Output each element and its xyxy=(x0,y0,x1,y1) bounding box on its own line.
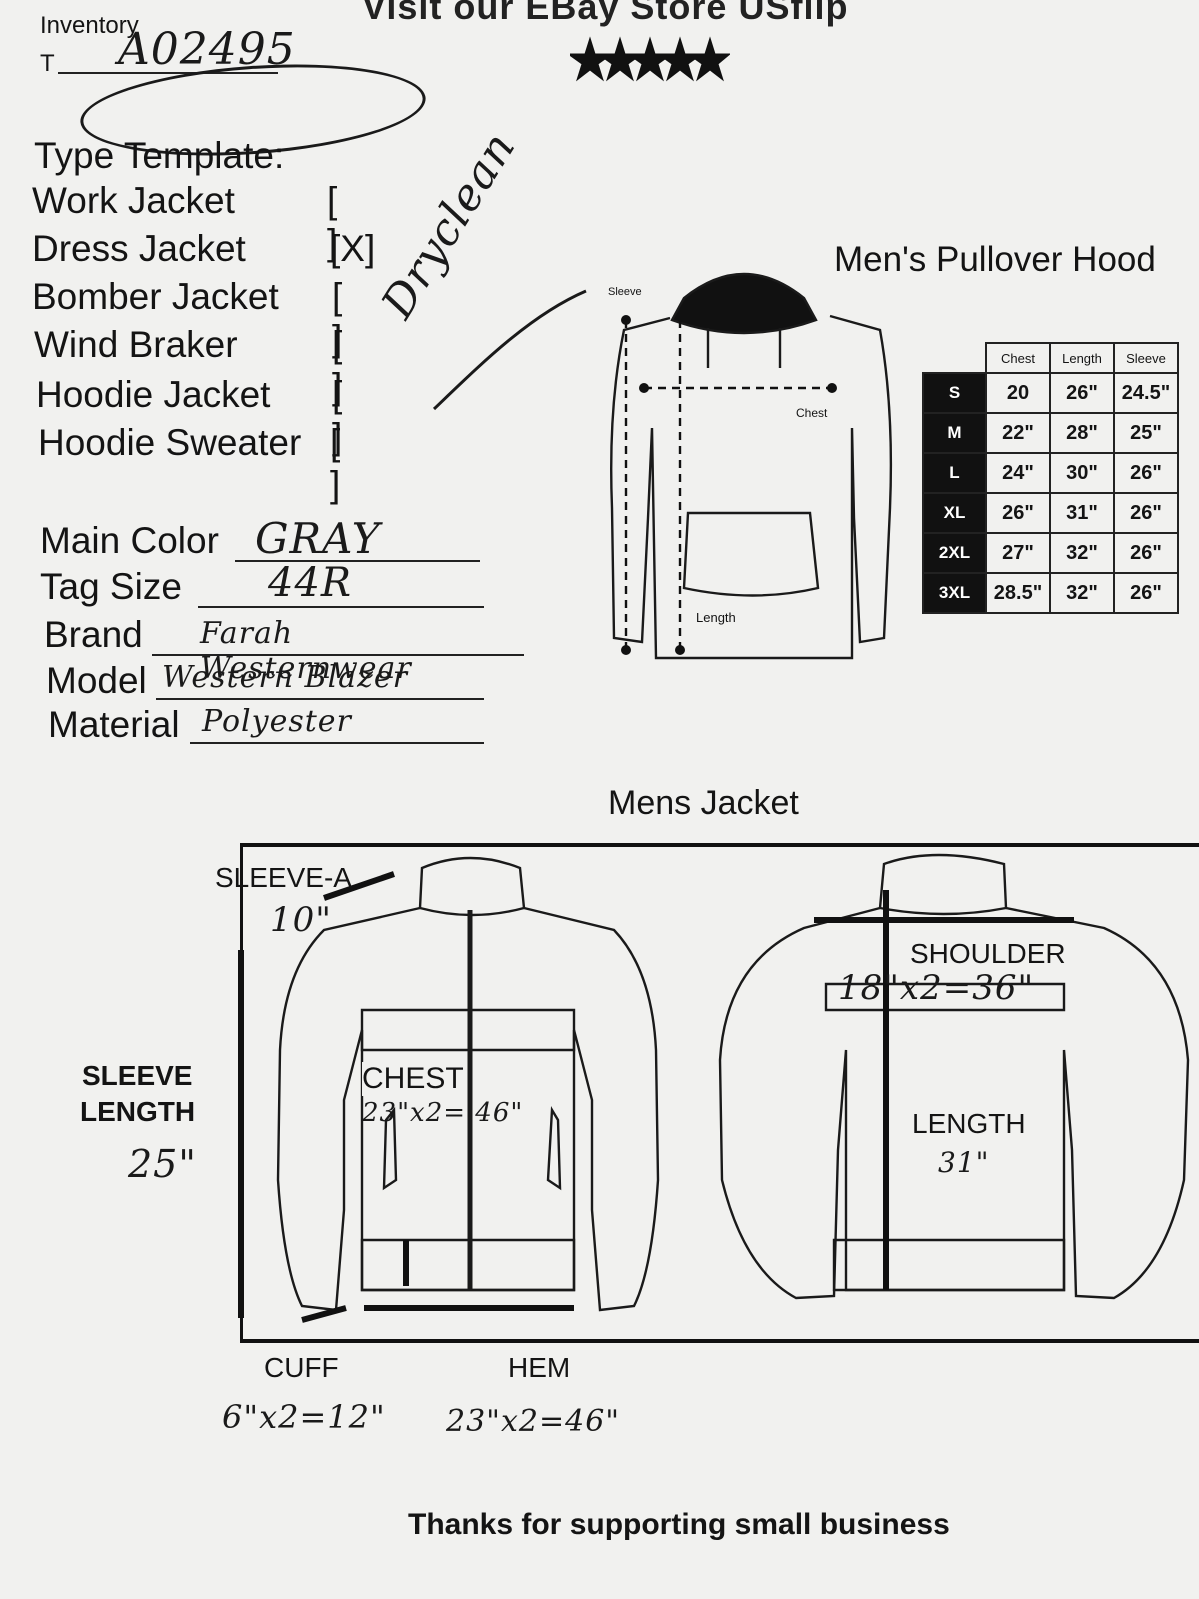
main-color-value[interactable]: GRAY xyxy=(255,514,381,563)
material-label: Material xyxy=(48,704,180,745)
length-label: LENGTH xyxy=(912,1108,1026,1140)
cuff-value: 6"x2=12" xyxy=(222,1398,386,1436)
hoodie-title: Men's Pullover Hood xyxy=(834,240,1156,279)
sleeve-cell: 25" xyxy=(1113,412,1179,454)
hoodie-drawing xyxy=(610,272,893,660)
type-option-label: Wind Braker xyxy=(34,324,238,365)
sleeve-length-value: 25" xyxy=(128,1142,197,1186)
sleeve-cell: 26" xyxy=(1113,532,1179,574)
hoodie-chest-label: Chest xyxy=(796,406,828,420)
shoulder-label: SHOULDER xyxy=(910,938,1066,970)
tag-size-value[interactable]: 44R xyxy=(268,560,353,606)
size-cell: M xyxy=(922,412,987,454)
material-line xyxy=(190,742,484,744)
table-row: M 22" 28" 25" xyxy=(922,412,1179,454)
size-cell: S xyxy=(922,372,987,414)
shoulder-value: 18"x2=36" xyxy=(838,968,1035,1008)
jacket-drawing xyxy=(244,850,1199,1335)
length-cell: 26" xyxy=(1049,372,1115,414)
tag-size-label: Tag Size xyxy=(40,566,182,607)
size-cell: L xyxy=(922,452,987,494)
inventory-t-label: T xyxy=(40,50,55,77)
type-option-label: Hoodie Sweater xyxy=(38,422,302,463)
brand-value[interactable]: Farah Westernwear xyxy=(200,616,412,686)
chest-cell: 20 xyxy=(985,372,1051,414)
size-cell: XL xyxy=(922,492,987,534)
hem-value: 23"x2=46" xyxy=(446,1404,621,1439)
table-row: L 24" 30" 26" xyxy=(922,452,1179,494)
sleeve-length-bar xyxy=(238,950,244,1318)
sleeve-a-value: 10" xyxy=(270,900,332,940)
model-line xyxy=(156,698,484,700)
length-cell: 30" xyxy=(1049,452,1115,494)
hoodie-size-table: Chest Length Sleeve S 20 26" 24.5" M 22"… xyxy=(922,342,1179,614)
table-row: 3XL 28.5" 32" 26" xyxy=(922,572,1179,614)
inventory-label: Inventory xyxy=(40,12,139,39)
size-header-sleeve: Sleeve xyxy=(1113,342,1179,374)
length-cell: 32" xyxy=(1049,572,1115,614)
chest-cell: 24" xyxy=(985,452,1051,494)
type-checkbox[interactable]: [ ] xyxy=(332,374,343,457)
size-cell: 2XL xyxy=(922,532,987,574)
jacket-title: Mens Jacket xyxy=(608,784,799,822)
sleeve-cell: 24.5" xyxy=(1113,372,1179,414)
sleeve-a-label: SLEEVE-A xyxy=(215,862,352,893)
cuff-label: CUFF xyxy=(264,1352,339,1383)
length-cell: 31" xyxy=(1049,492,1115,534)
main-color-label: Main Color xyxy=(40,520,219,561)
type-option-label: Bomber Jacket xyxy=(32,276,279,317)
table-row: S 20 26" 24.5" xyxy=(922,372,1179,414)
length-value: 31" xyxy=(938,1146,990,1179)
size-table-corner xyxy=(923,343,986,373)
chest-cell: 26" xyxy=(985,492,1051,534)
chest-label: CHEST xyxy=(362,1062,464,1096)
chest-cell: 22" xyxy=(985,412,1051,454)
size-header-length: Length xyxy=(1049,342,1115,374)
type-checkbox[interactable]: [ ] xyxy=(327,180,338,263)
type-template-heading: Type Template: xyxy=(34,135,285,176)
table-row: XL 26" 31" 26" xyxy=(922,492,1179,534)
type-checkbox-checked[interactable]: [X] xyxy=(330,228,376,269)
star-rating-icon xyxy=(566,34,732,95)
store-banner: Visit our EBay Store USflip xyxy=(362,0,849,27)
thanks-footer: Thanks for supporting small business xyxy=(408,1508,950,1541)
sleeve-cell: 26" xyxy=(1113,572,1179,614)
inventory-value: A02495 xyxy=(118,24,296,75)
fields-block: Main Color GRAY Tag Size 44R Brand Farah… xyxy=(40,514,524,760)
type-option-label: Hoodie Jacket xyxy=(36,374,271,415)
size-table-header: Chest Length Sleeve xyxy=(923,342,1179,374)
type-checkbox[interactable]: [ ] xyxy=(330,422,341,505)
sleeve-cell: 26" xyxy=(1113,492,1179,534)
material-value[interactable]: Polyester xyxy=(202,704,352,739)
model-label: Model xyxy=(46,660,147,701)
type-checkbox[interactable]: [ ] xyxy=(332,276,343,359)
table-row: 2XL 27" 32" 26" xyxy=(922,532,1179,574)
hoodie-diagram: Sleeve Chest Length xyxy=(604,258,904,683)
main-color-line xyxy=(235,560,480,562)
hoodie-length-label: Length xyxy=(696,610,736,625)
sleeve-cell: 26" xyxy=(1113,452,1179,494)
note-arrow-line xyxy=(430,285,590,420)
inventory-line xyxy=(58,72,278,74)
type-option-label: Dress Jacket xyxy=(32,228,246,269)
hoodie-sleeve-label: Sleeve xyxy=(608,286,642,298)
tag-size-line xyxy=(198,606,484,608)
length-cell: 28" xyxy=(1049,412,1115,454)
chest-value: 23"x2= 46" xyxy=(362,1098,524,1128)
sleeve-length-label-2: LENGTH xyxy=(80,1096,196,1127)
chest-cell: 27" xyxy=(985,532,1051,574)
size-cell: 3XL xyxy=(922,572,987,614)
type-checkbox[interactable]: [ ] xyxy=(332,324,343,407)
hem-label: HEM xyxy=(508,1352,571,1383)
sleeve-length-label-1: SLEEVE xyxy=(82,1060,193,1091)
brand-label: Brand xyxy=(44,614,143,655)
size-header-chest: Chest xyxy=(985,342,1051,374)
model-value[interactable]: Western Blazer xyxy=(162,660,408,695)
type-option-label: Work Jacket xyxy=(32,180,235,221)
chest-cell: 28.5" xyxy=(985,572,1051,614)
length-cell: 32" xyxy=(1049,532,1115,574)
brand-line xyxy=(152,654,524,656)
